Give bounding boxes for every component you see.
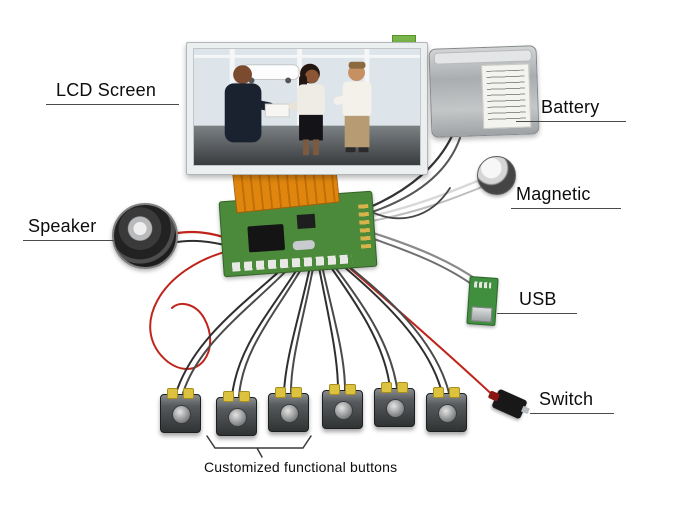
tact-button-2 <box>216 391 257 436</box>
wire-red-loop <box>149 249 233 370</box>
wire-button5-a <box>324 258 391 389</box>
label-magnetic: Magnetic <box>516 184 591 204</box>
wire-button3-b <box>290 262 315 393</box>
label-battery: Battery <box>541 97 600 117</box>
button-lead <box>291 387 302 398</box>
button-lead <box>183 388 194 399</box>
button-lead <box>167 388 178 399</box>
button-lead <box>223 391 234 402</box>
button-lead <box>345 384 356 395</box>
tact-button-5 <box>374 382 415 427</box>
wire-button4-a <box>317 261 339 391</box>
wire-button2-a <box>231 259 304 397</box>
tact-button-1 <box>160 388 201 433</box>
wire-button6-a <box>330 255 443 394</box>
usb-metal-connector <box>470 306 493 323</box>
lcd-scene <box>194 49 420 165</box>
wire-button5-b <box>327 257 398 389</box>
button-cap <box>228 408 247 427</box>
button-lead <box>381 382 392 393</box>
lcd-photo <box>193 48 421 166</box>
battery-foil-edge <box>433 49 532 65</box>
wire-usb-1 <box>368 230 482 284</box>
button-cap <box>280 404 299 423</box>
label-usb: USB <box>519 289 557 309</box>
wire-usb-2 <box>367 236 478 289</box>
wire-button2-b <box>238 260 307 397</box>
wire-button6-b <box>333 254 450 394</box>
pcb-ic-chip <box>247 224 286 253</box>
underline-switch <box>530 413 614 414</box>
wire-battery-1 <box>366 134 454 210</box>
underline-usb <box>497 313 577 314</box>
pcb-gold-pads <box>358 204 372 249</box>
battery-image <box>428 45 540 138</box>
lcd-screen-image <box>186 42 428 175</box>
tact-button-4 <box>322 384 363 429</box>
wire-button3-a <box>283 261 312 393</box>
tact-button-3 <box>268 387 309 432</box>
button-lead <box>397 382 408 393</box>
button-cap <box>438 404 457 423</box>
battery-sticker-text-lines <box>486 69 527 123</box>
button-lead <box>275 387 286 398</box>
pcb-small-chip <box>296 213 316 230</box>
usb-module-image <box>466 276 499 326</box>
button-cap <box>386 399 405 418</box>
label-switch: Switch <box>539 389 594 409</box>
wire-magnetic-1 <box>370 178 482 218</box>
underline-battery <box>516 121 626 122</box>
button-lead <box>449 387 460 398</box>
underline-magnetic <box>511 208 621 209</box>
buttons-bracket <box>206 435 312 458</box>
pcb-connector-row <box>231 254 353 272</box>
underline-speaker <box>23 240 115 241</box>
button-cap <box>172 405 191 424</box>
speaker-image <box>112 203 178 269</box>
wire-switch-red <box>337 257 500 402</box>
button-lead <box>433 387 444 398</box>
battery-label-sticker <box>481 63 532 130</box>
tact-button-6 <box>426 387 467 432</box>
label-speaker: Speaker <box>28 216 97 236</box>
button-lead <box>329 384 340 395</box>
label-customized-buttons: Customized functional buttons <box>204 459 398 475</box>
wire-button1-b <box>182 257 300 394</box>
magnetic-sensor-image <box>477 156 516 195</box>
pcb-crystal <box>292 239 316 251</box>
wire-battery-2 <box>371 137 461 213</box>
button-cap <box>334 401 353 420</box>
button-lead <box>239 391 250 402</box>
label-lcd-screen: LCD Screen <box>56 80 157 100</box>
wire-magnetic-2 <box>371 186 483 222</box>
underline-lcd-screen <box>46 104 179 105</box>
usb-solder-pads <box>473 281 492 289</box>
wire-button4-b <box>320 260 346 391</box>
